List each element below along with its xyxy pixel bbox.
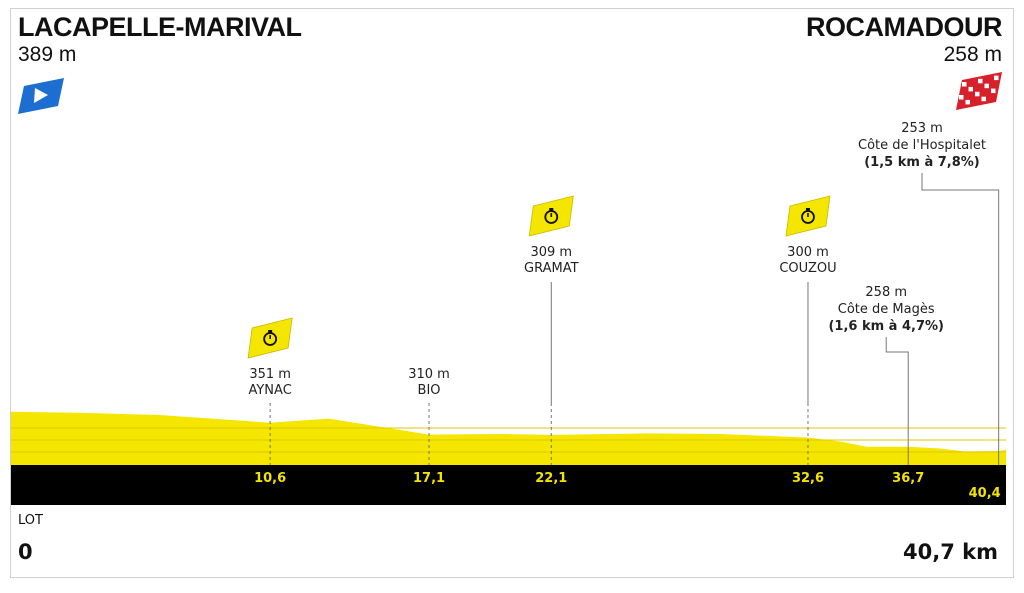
climb-altitude-hospitalet: 253 m [901,121,943,136]
profile-frame [10,8,1014,578]
climb-detail-mages: (1,6 km à 4,7%) [828,319,944,334]
finish-flag-icon [956,72,1002,110]
km-label-bio: 17,1 [413,471,445,486]
stopwatch-icon [785,195,831,237]
climb-name-mages: Côte de Magès [838,302,935,317]
start-km-label: 0 [18,540,33,564]
climb-name-hospitalet: Côte de l'Hospitalet [858,138,986,153]
climb-line-mages [885,337,909,465]
checkpoint-altitude-bio: 310 m [408,367,450,382]
profile-gridlines [11,427,1006,453]
checkpoint-name-bio: BIO [418,383,441,398]
stopwatch-icon [528,195,574,237]
km-label-mages: 36,7 [892,471,924,486]
start-town: LACAPELLE-MARIVAL [18,12,302,42]
region-label: LOT [18,513,43,528]
checkpoint-altitude-couzou: 300 m [787,245,829,260]
stopwatch-icon [247,317,293,359]
play-icon [34,88,48,103]
km-label-aynac: 10,6 [254,471,286,486]
checkpoint-name-couzou: COUZOU [779,261,836,276]
finish-town: ROCAMADOUR [806,12,1002,42]
km-label-hospitalet: 40,4 [969,486,1001,501]
start-altitude: 389 m [18,43,77,66]
elevation-profile-area [11,411,1006,465]
km-label-couzou: 32,6 [792,471,824,486]
checkpoint-name-gramat: GRAMAT [524,261,579,276]
checkpoint-name-aynac: AYNAC [248,383,291,398]
total-distance-label: 40,7 km [903,540,998,564]
km-label-gramat: 22,1 [535,471,567,486]
checkpoint-altitude-gramat: 309 m [530,245,572,260]
distance-band [11,465,1006,505]
climb-line-hospitalet [921,173,1000,465]
climb-altitude-mages: 258 m [865,285,907,300]
climb-detail-hospitalet: (1,5 km à 7,8%) [864,155,980,170]
finish-altitude: 258 m [943,43,1002,66]
checkpoint-altitude-aynac: 351 m [249,367,291,382]
